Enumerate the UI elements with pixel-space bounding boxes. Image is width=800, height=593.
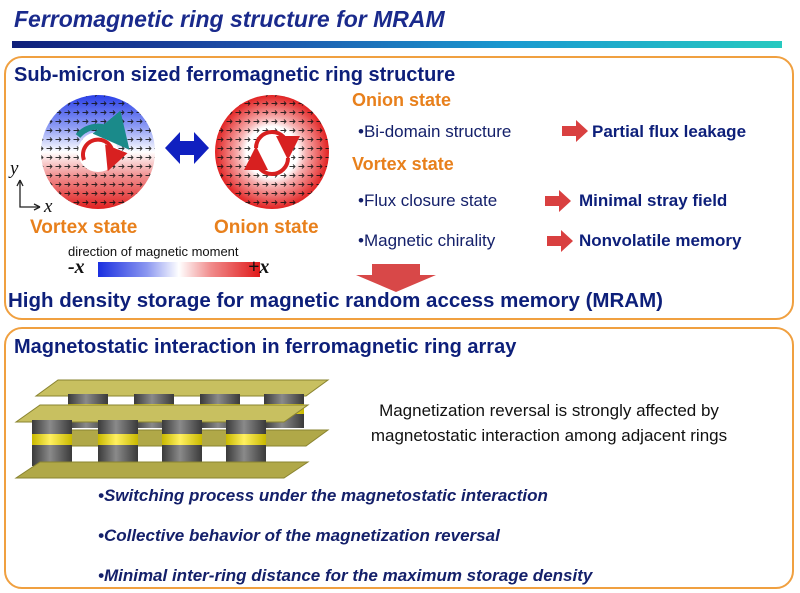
- onion-ring: [215, 95, 329, 209]
- onion-state-label: Onion state: [214, 217, 319, 238]
- vortex-result-1: Minimal stray field: [579, 191, 728, 210]
- arrow-right-icon: [562, 120, 588, 142]
- slide-title: Ferromagnetic ring structure for MRAM: [14, 6, 445, 32]
- vortex-chirality-arrow-teal: [75, 110, 130, 150]
- onion-inner-arrow-bottom: [244, 146, 290, 176]
- vortex-state-label: Vortex state: [30, 217, 138, 238]
- conclusion-text: High density storage for magnetic random…: [8, 289, 664, 312]
- bottom-bullet-3: •Minimal inter-ring distance for the max…: [98, 566, 593, 585]
- down-arrow-icon: [356, 264, 436, 292]
- bottom-heading: Magnetostatic interaction in ferromagnet…: [14, 336, 517, 358]
- vortex-ring: [41, 95, 155, 209]
- vortex-bullet-2: •Magnetic chirality: [358, 231, 496, 250]
- front-bottom-plate: [14, 461, 310, 479]
- onion-result: Partial flux leakage: [592, 122, 747, 141]
- onion-bullet: •Bi-domain structure: [358, 122, 512, 141]
- title-rule: [12, 41, 782, 48]
- axis-label-y: y: [10, 158, 19, 179]
- front-ring-row: [32, 420, 266, 466]
- array-description-line-2: magnetostatic interaction among adjacent…: [370, 426, 728, 445]
- colorbar-min-label: -x: [68, 256, 85, 278]
- onion-inner-arrow-top: [254, 130, 300, 160]
- vortex-inner-arrow-red: [81, 137, 128, 172]
- arrow-right-icon: [545, 190, 571, 212]
- colorbar-max-label: +x: [248, 256, 270, 278]
- magnetic-moment-colorbar: [98, 262, 260, 277]
- vortex-result-2: Nonvolatile memory: [579, 231, 742, 250]
- axis-indicator: [16, 179, 41, 211]
- back-top-plate: [34, 379, 330, 397]
- onion-state-heading: Onion state: [352, 90, 452, 110]
- state-transition-double-arrow: [165, 132, 209, 164]
- arrow-right-icon: [547, 230, 573, 252]
- array-description-line-1: Magnetization reversal is strongly affec…: [379, 401, 719, 420]
- vortex-bullet-1: •Flux closure state: [358, 191, 498, 210]
- result-arrows: [545, 120, 588, 252]
- bottom-bullet-2: •Collective behavior of the magnetizatio…: [98, 526, 500, 545]
- front-top-plate: [14, 404, 310, 423]
- top-heading: Sub-micron sized ferromagnetic ring stru…: [14, 64, 456, 86]
- axis-label-x: x: [44, 196, 53, 217]
- colorbar-caption: direction of magnetic moment: [68, 244, 239, 259]
- bottom-bullet-1: •Switching process under the magnetostat…: [98, 486, 548, 505]
- vortex-state-heading: Vortex state: [352, 154, 454, 174]
